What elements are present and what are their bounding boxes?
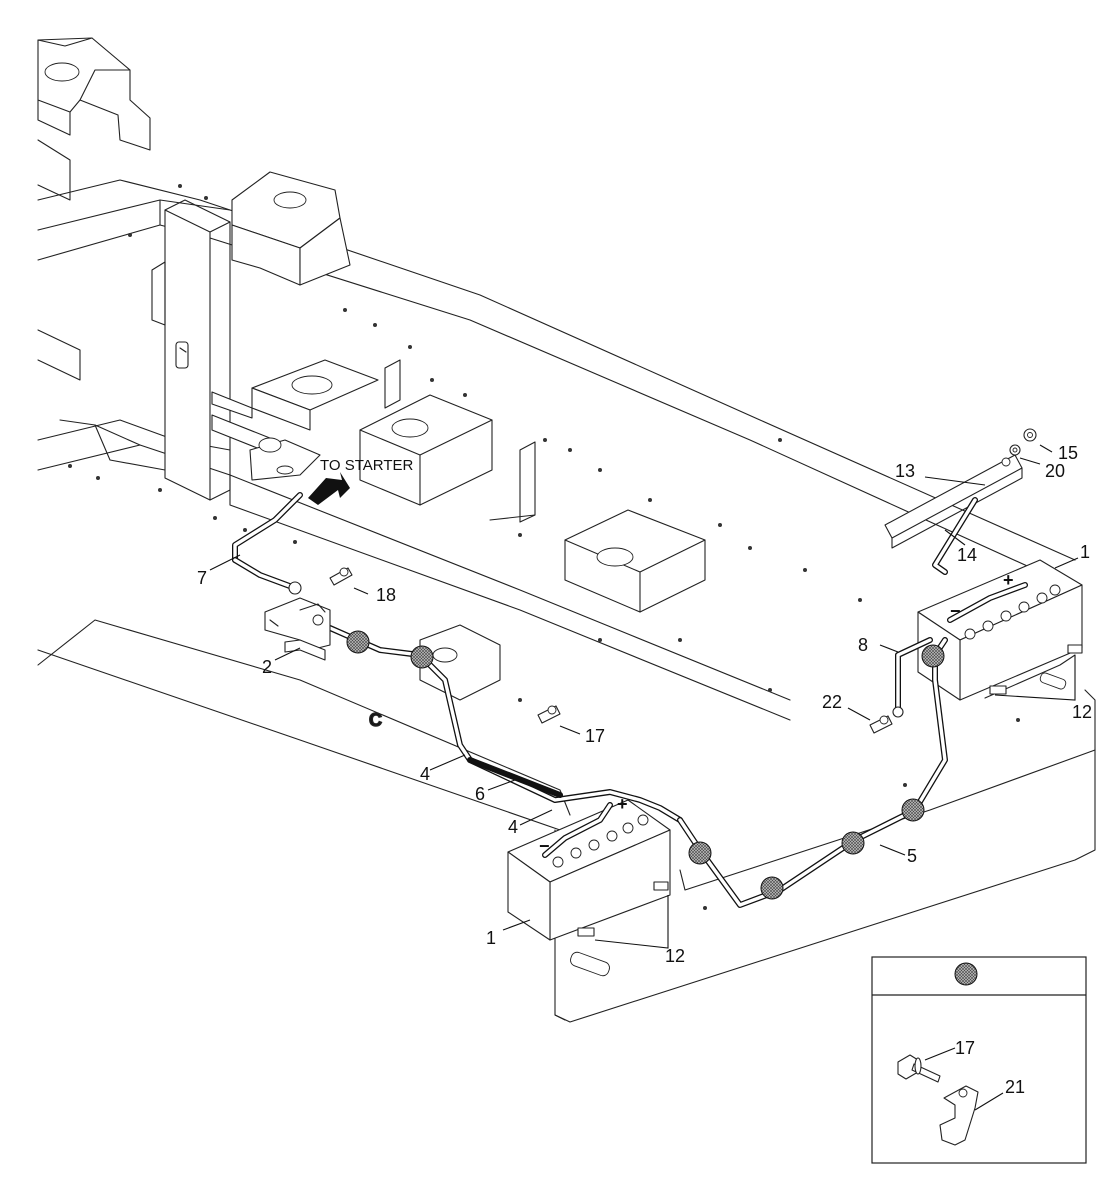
to-starter-label: TO STARTER — [320, 457, 414, 474]
inset-callout-21: 21 — [1005, 1077, 1025, 1097]
upper-frame-post — [37, 37, 231, 211]
center-brackets — [211, 359, 706, 613]
callout-8: 8 — [858, 635, 868, 655]
inset-callout-17: 17 — [955, 1038, 975, 1058]
battery-cables — [232, 492, 1028, 908]
callout-4-upper: 4 — [420, 764, 430, 784]
callout-1-right: 1 — [1080, 542, 1090, 562]
callout-2: 2 — [262, 657, 272, 677]
detail-inset: 17 21 — [871, 956, 1087, 1164]
callout-7: 7 — [197, 568, 207, 588]
callout-12-left: 12 — [665, 946, 685, 966]
callout-13: 13 — [895, 461, 915, 481]
callout-labels: 7 18 2 17 4 6 4 1 12 5 1 12 8 22 13 14 1… — [197, 443, 1092, 966]
callout-4-lower: 4 — [508, 817, 518, 837]
callout-18: 18 — [376, 585, 396, 605]
lower-frame-plate: C — [37, 619, 1096, 1023]
inset-clamp-symbol-icon — [954, 962, 978, 986]
callout-12-right: 12 — [1072, 702, 1092, 722]
callout-6: 6 — [475, 784, 485, 804]
callout-22: 22 — [822, 692, 842, 712]
callout-20: 20 — [1045, 461, 1065, 481]
small-parts — [264, 428, 1037, 734]
callout-17: 17 — [585, 726, 605, 746]
main-frame — [37, 171, 1081, 831]
frame-emblem: C — [369, 710, 382, 730]
leader-lines — [209, 444, 1079, 949]
callout-14: 14 — [957, 545, 977, 565]
callout-15: 15 — [1058, 443, 1078, 463]
callout-5: 5 — [907, 846, 917, 866]
battery-right-minus-sign: − — [950, 601, 961, 621]
frame-holes — [68, 184, 862, 702]
cable-clamps — [346, 630, 945, 900]
battery-left-plus-sign: + — [617, 794, 628, 814]
battery-right-plus-sign: + — [1003, 570, 1014, 590]
battery-left: + − — [507, 794, 671, 941]
battery-left-minus-sign: − — [539, 836, 550, 856]
callout-1-left: 1 — [486, 928, 496, 948]
battery-right: + − — [917, 559, 1083, 701]
